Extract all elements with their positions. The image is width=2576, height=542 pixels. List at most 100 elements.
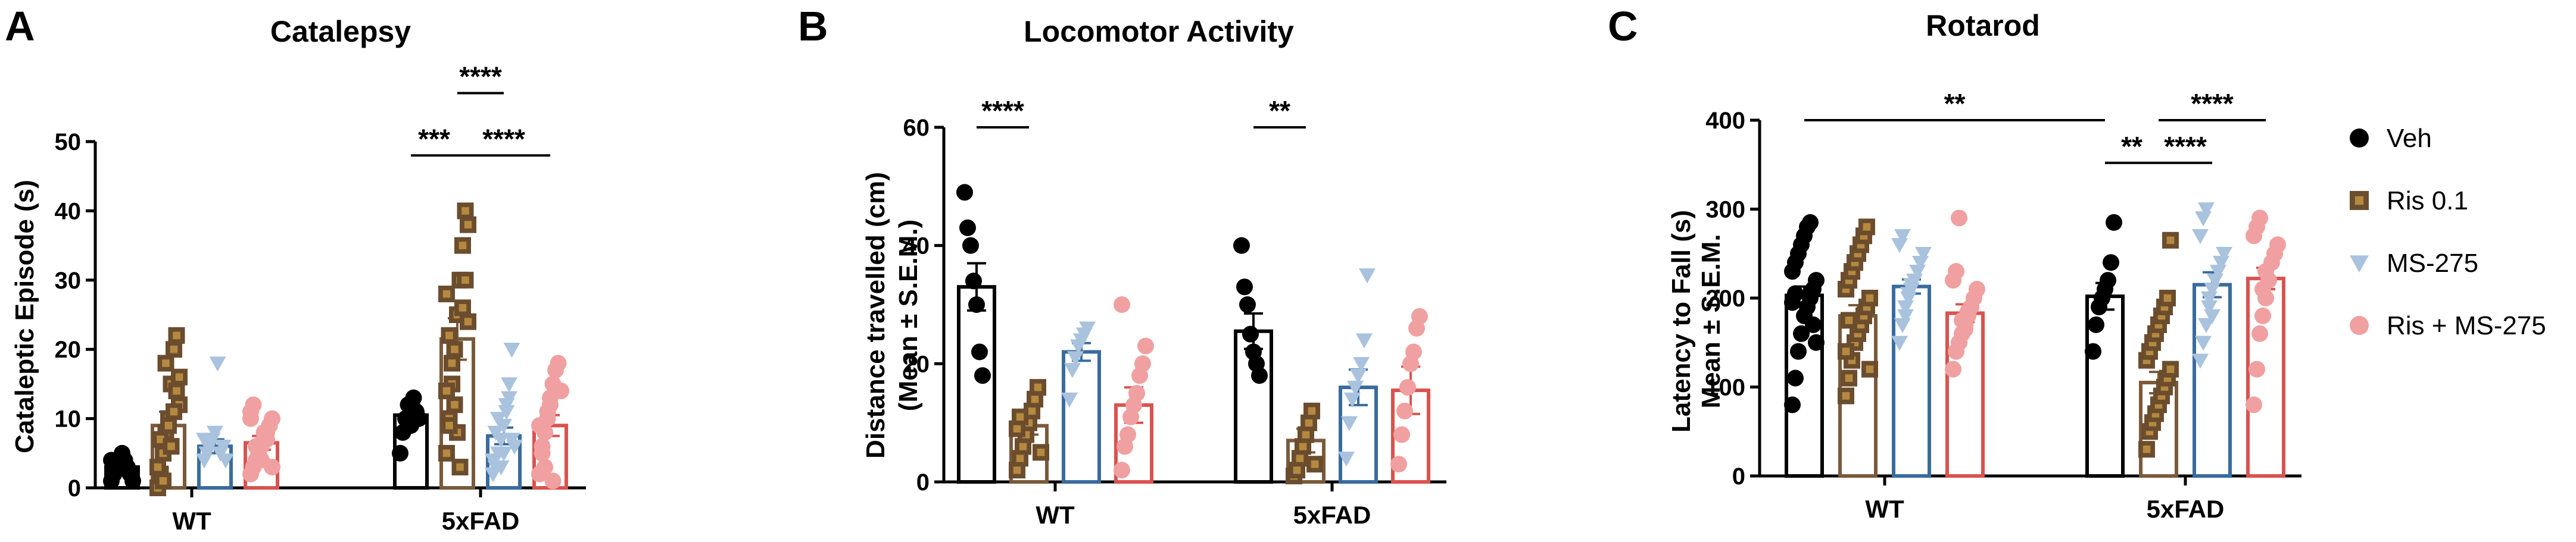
data-point-core	[173, 387, 180, 395]
data-point-core	[1842, 347, 1850, 355]
data-point	[1891, 336, 1908, 351]
data-point	[1134, 355, 1151, 372]
data-point	[441, 417, 458, 434]
data-point-core	[1037, 449, 1045, 456]
data-point	[1359, 268, 1376, 284]
data-point-core	[1308, 407, 1316, 415]
data-point	[1137, 337, 1154, 355]
data-point	[163, 438, 180, 455]
data-point	[214, 439, 232, 455]
panel-a-ylabel: Cataleptic Episode (s)	[10, 180, 39, 453]
data-point-core	[448, 359, 456, 367]
y-tick-label: 0	[916, 469, 930, 496]
data-point-core	[1293, 466, 1301, 474]
data-point	[1067, 351, 1084, 366]
data-point	[537, 459, 553, 476]
data-point	[166, 403, 182, 420]
data-point	[2106, 214, 2122, 231]
bar	[1892, 284, 1931, 478]
data-point	[1242, 325, 1259, 343]
y-tick-label: 50	[55, 129, 82, 155]
data-point	[2162, 361, 2179, 378]
data-point	[1390, 456, 1407, 473]
y-tick-label: 400	[1705, 108, 1745, 134]
data-point	[438, 444, 455, 462]
data-point	[1128, 385, 1145, 402]
data-point	[2192, 353, 2209, 369]
y-tick-label: 10	[55, 406, 82, 433]
panel-b-ylabel-2: (Mean ± S.E.M.)	[894, 220, 923, 411]
data-point	[503, 433, 520, 448]
y-tick-label: 300	[1705, 197, 1745, 223]
data-point-core	[459, 304, 467, 312]
data-point	[2103, 254, 2119, 271]
data-point	[550, 355, 567, 372]
data-point-core	[1845, 374, 1853, 382]
data-point-core	[1296, 454, 1304, 462]
data-point	[498, 405, 515, 420]
data-point	[2088, 316, 2104, 333]
bar	[957, 285, 996, 484]
data-point	[2201, 300, 2218, 315]
data-point-core	[173, 331, 180, 340]
data-point	[1805, 316, 1822, 333]
data-point	[1114, 296, 1130, 313]
significance-label: **	[1944, 88, 1966, 119]
data-point	[1787, 285, 1804, 302]
data-point	[1399, 379, 1416, 396]
data-point-core	[164, 421, 173, 430]
data-point-core	[1019, 443, 1027, 450]
data-point	[242, 410, 259, 427]
data-point	[1411, 308, 1428, 325]
data-point	[1838, 387, 1854, 405]
data-point	[168, 327, 185, 344]
data-point-core	[2166, 365, 2175, 373]
significance-label: ****	[981, 95, 1024, 126]
data-point	[1306, 456, 1323, 473]
panel-label-b: B	[798, 3, 828, 49]
data-point	[2350, 255, 2369, 272]
data-point-core	[464, 318, 472, 325]
data-point	[1858, 218, 1875, 236]
significance-label: ****	[459, 61, 502, 92]
data-point-core	[170, 345, 178, 353]
data-point-core	[1031, 395, 1039, 403]
data-point	[1347, 380, 1364, 396]
data-point	[1838, 343, 1854, 360]
data-point	[1303, 402, 1320, 419]
data-point	[1787, 369, 1804, 387]
data-point	[501, 391, 517, 406]
data-point	[258, 431, 275, 448]
data-point	[1891, 238, 1908, 253]
data-point	[1356, 333, 1373, 349]
data-point	[1341, 416, 1358, 431]
data-point	[1012, 408, 1028, 425]
y-tick-label: 200	[1705, 286, 1745, 312]
significance-label: **	[2121, 131, 2142, 162]
data-point	[1239, 296, 1256, 313]
data-point-core	[442, 449, 451, 458]
data-point	[1897, 309, 1914, 324]
data-point-core	[1013, 425, 1021, 433]
data-point	[1960, 303, 1976, 320]
data-point-core	[456, 463, 464, 471]
data-point-core	[1016, 413, 1024, 421]
data-point	[971, 343, 988, 361]
data-point	[1784, 396, 1801, 413]
significance-label: ****	[482, 123, 525, 154]
data-point	[1350, 369, 1367, 384]
panel-b-title: Locomotor Activity	[1024, 15, 1294, 48]
data-point	[2350, 129, 2369, 148]
group-label: 5xFAD	[442, 507, 520, 535]
panel-label-c: C	[1608, 3, 1638, 49]
significance-label: ****	[2191, 88, 2234, 119]
data-point	[438, 383, 455, 400]
data-point	[245, 396, 262, 413]
data-point	[490, 412, 507, 427]
data-point	[1344, 392, 1361, 408]
data-point	[1064, 363, 1081, 378]
data-point	[460, 313, 476, 330]
data-point	[2246, 396, 2262, 413]
